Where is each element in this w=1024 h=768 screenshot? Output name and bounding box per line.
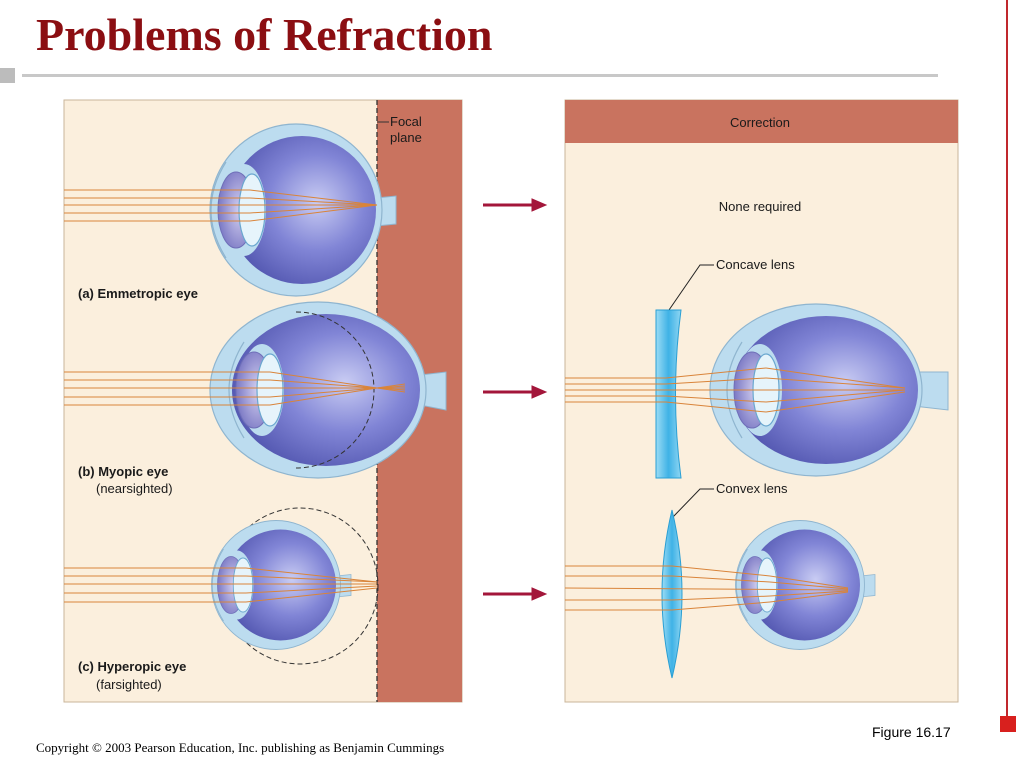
emmetropic-eye xyxy=(64,123,397,297)
figure-reference: Figure 16.17 xyxy=(872,724,951,740)
corrected-hyperopic-eye xyxy=(564,520,876,650)
convex-lens xyxy=(661,509,683,679)
myopic-eye-sublabel: (nearsighted) xyxy=(96,481,173,496)
title-divider xyxy=(22,74,938,77)
myopic-eye xyxy=(64,301,447,479)
corrected-myopic-eye xyxy=(565,303,949,477)
emmetropic-eye-label: (a) Emmetropic eye xyxy=(78,286,198,301)
concave-lens-label: Concave lens xyxy=(716,257,795,272)
myopic-eye-label: (b) Myopic eye xyxy=(78,464,168,479)
focal-plane-label-1: Focal xyxy=(390,114,422,129)
convex-lens-label: Convex lens xyxy=(716,481,788,496)
corner-square-decoration xyxy=(0,68,15,83)
slide-title: Problems of Refraction xyxy=(36,9,493,60)
correction-header-band xyxy=(565,100,958,143)
hyperopic-eye-sublabel: (farsighted) xyxy=(96,677,162,692)
arrows xyxy=(483,198,548,601)
none-required-label: None required xyxy=(719,199,801,214)
copyright-notice: Copyright © 2003 Pearson Education, Inc.… xyxy=(36,740,445,755)
focal-plane-label-2: plane xyxy=(390,130,422,145)
hyperopic-eye-label: (c) Hyperopic eye xyxy=(78,659,186,674)
right-square-decoration xyxy=(1000,716,1016,732)
right-edge-line xyxy=(1006,0,1008,722)
correction-header: Correction xyxy=(730,115,790,130)
hyperopic-eye xyxy=(64,507,379,665)
concave-lens xyxy=(655,309,682,479)
